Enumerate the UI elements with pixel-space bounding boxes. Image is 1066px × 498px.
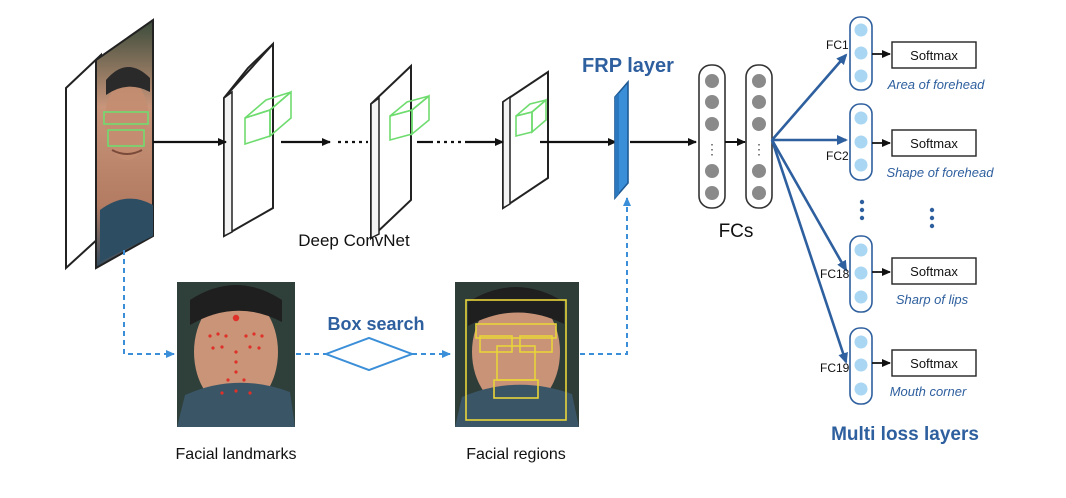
softmax-box-1 [891, 41, 977, 69]
softmax-box-3 [891, 257, 977, 285]
branch-arrows [770, 53, 848, 364]
loss-branch-2: FC2 Softmax Shape of forehead [826, 103, 995, 181]
softmax-label-4: Softmax [910, 356, 958, 371]
fc19-label: FC19 [820, 361, 850, 375]
fcs-label: FCs [719, 221, 754, 242]
box-search-diamond [323, 336, 415, 372]
box-search-label: Box search [327, 314, 424, 334]
region-boxes [465, 299, 567, 421]
softmax-label-2: Softmax [910, 136, 958, 151]
fc2-label: FC2 [826, 149, 849, 163]
multi-loss-layers-label: Multi loss layers [831, 424, 979, 445]
facial-regions-label: Facial regions [466, 446, 566, 463]
loss-branch-1: FC1 Softmax Area of forehead [826, 16, 986, 92]
facial-landmarks-label: Facial landmarks [176, 446, 297, 463]
frp-layer-label: FRP layer [582, 55, 674, 77]
conv-block-3 [502, 70, 549, 210]
facial-landmarks-image [177, 282, 295, 427]
softmax-box-4 [891, 349, 977, 377]
attribute-label-1: Area of forehead [887, 77, 986, 92]
attribute-label-4: Mouth corner [890, 384, 967, 399]
landmark-points [208, 314, 264, 395]
deep-convnet-label: Deep ConvNet [298, 231, 410, 250]
softmax-box-2 [891, 129, 977, 157]
svg-text:⋮: ⋮ [752, 141, 766, 157]
receptive-field-cube-2 [389, 94, 430, 142]
conv-block-2 [370, 63, 430, 241]
loss-branch-3: FC18 Softmax Sharp of lips [820, 235, 977, 313]
fc18-label: FC18 [820, 267, 850, 281]
input-nose-region-box [107, 129, 145, 147]
input-face-image [65, 18, 154, 271]
branch-ellipsis [859, 199, 935, 229]
attribute-label-2: Shape of forehead [887, 165, 995, 180]
softmax-label-3: Softmax [910, 264, 958, 279]
input-eye-region-box [103, 111, 149, 125]
svg-text:⋮: ⋮ [705, 141, 719, 157]
conv-block-1 [223, 41, 292, 238]
receptive-field-cube-3 [515, 98, 547, 138]
softmax-label-1: Softmax [910, 48, 958, 63]
fc1-label: FC1 [826, 38, 849, 52]
fc-layer-2: ⋮ [745, 64, 773, 209]
fc-layer-1: ⋮ [698, 64, 726, 209]
dashed-pipeline [123, 197, 631, 358]
receptive-field-cube-1 [244, 90, 292, 146]
frp-layer [614, 79, 629, 201]
loss-branch-4: FC19 Softmax Mouth corner [820, 327, 977, 405]
attribute-label-3: Sharp of lips [896, 292, 969, 307]
facial-regions-image [455, 282, 579, 427]
